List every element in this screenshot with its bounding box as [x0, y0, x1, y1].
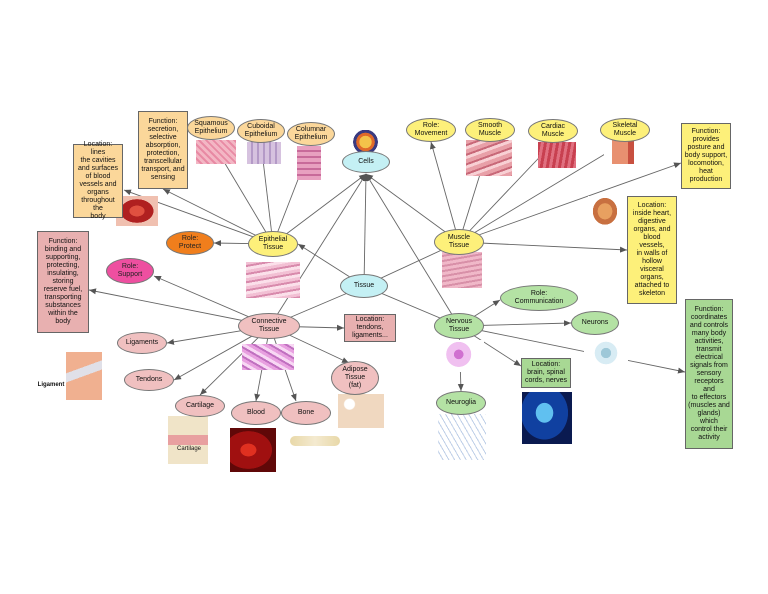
connective-tissue-node[interactable]: Connective Tissue [238, 313, 300, 339]
connector-line [458, 325, 686, 374]
cartilage-image [168, 416, 208, 464]
ligament-image [66, 352, 102, 400]
epithelial-micrograph-image [246, 262, 300, 298]
connector-line [458, 162, 682, 243]
ligament-image-label: Ligament [37, 382, 65, 388]
connective-micrograph-image [242, 344, 294, 370]
columnar-image [297, 146, 321, 180]
connector-line [458, 141, 626, 243]
cartilage-image-label: Cartilage [176, 446, 201, 452]
epithelial-function-box[interactable]: Function: secretion, selective absorptio… [138, 111, 188, 189]
muscle-tissue-node[interactable]: Muscle Tissue [434, 229, 484, 255]
connective-role-node[interactable]: Role: Support [106, 258, 154, 284]
cuboidal-image [247, 142, 281, 164]
blood-image [230, 428, 276, 472]
muscle-role-node[interactable]: Role: Movement [406, 118, 456, 142]
tendons-node[interactable]: Tendons [124, 369, 174, 391]
connector-line [458, 142, 554, 243]
ligaments-node[interactable]: Ligaments [117, 332, 167, 354]
nervous-role-node[interactable]: Role: Communication [500, 285, 578, 311]
digestive-organs-image [588, 196, 622, 230]
cartilage-node[interactable]: Cartilage [175, 395, 225, 417]
blood-node[interactable]: Blood [231, 401, 281, 425]
nervous-function-box[interactable]: Function: coordinates and controls many … [685, 299, 733, 449]
neuron-image [584, 336, 628, 370]
bone-node[interactable]: Bone [281, 401, 331, 425]
connector-line [458, 241, 628, 253]
tissue-node[interactable]: Tissue [340, 274, 388, 298]
squamous-image [196, 140, 236, 164]
bone-image [290, 436, 340, 446]
neuroglia-node[interactable]: Neuroglia [436, 391, 486, 415]
brain-image [522, 392, 572, 444]
connector-line [272, 173, 367, 245]
connector-line [269, 173, 367, 327]
skeletal-muscle-image [604, 140, 644, 164]
squamous-epithelium-node[interactable]: Squamous Epithelium [187, 116, 235, 140]
connector-line [365, 173, 460, 327]
columnar-epithelium-node[interactable]: Columnar Epithelium [287, 122, 335, 146]
neuroglia-image [438, 414, 486, 460]
cardiac-muscle-node[interactable]: Cardiac Muscle [528, 119, 578, 143]
nervous-micrograph-image [438, 340, 484, 372]
connector-line [362, 173, 369, 287]
epithelial-role-node[interactable]: Role: Protect [166, 231, 214, 255]
muscle-micrograph-image [442, 252, 482, 288]
adipose-tissue-node[interactable]: Adipose Tissue (fat) [331, 361, 379, 395]
epithelium-location-image [116, 196, 158, 226]
cells-image [352, 130, 382, 154]
muscle-function-box[interactable]: Function: provides posture and body supp… [681, 123, 731, 189]
connector-line [429, 141, 460, 243]
nervous-location-box[interactable]: Location: brain, spinal cords, nerves [521, 358, 571, 388]
cells-node[interactable]: Cells [342, 151, 390, 173]
skeletal-muscle-node[interactable]: Skeletal Muscle [600, 118, 650, 142]
connective-location-box[interactable]: Location: tendons, ligaments... [344, 314, 396, 342]
epithelial-location-box[interactable]: Location: lines the cavities and surface… [73, 141, 123, 220]
nervous-tissue-node[interactable]: Nervous Tissue [434, 313, 484, 339]
neurons-node[interactable]: Neurons [571, 311, 619, 335]
adipose-image [338, 394, 384, 428]
epithelial-tissue-node[interactable]: Epithelial Tissue [248, 231, 298, 257]
cuboidal-epithelium-node[interactable]: Cuboidal Epithelium [237, 119, 285, 143]
muscle-location-box[interactable]: Location: inside heart, digestive organs… [627, 196, 677, 304]
connective-function-box[interactable]: Function: binding and supporting, protec… [37, 231, 89, 333]
smooth-muscle-image [466, 140, 512, 176]
smooth-muscle-node[interactable]: Smooth Muscle [465, 118, 515, 142]
cardiac-muscle-image [538, 142, 576, 168]
